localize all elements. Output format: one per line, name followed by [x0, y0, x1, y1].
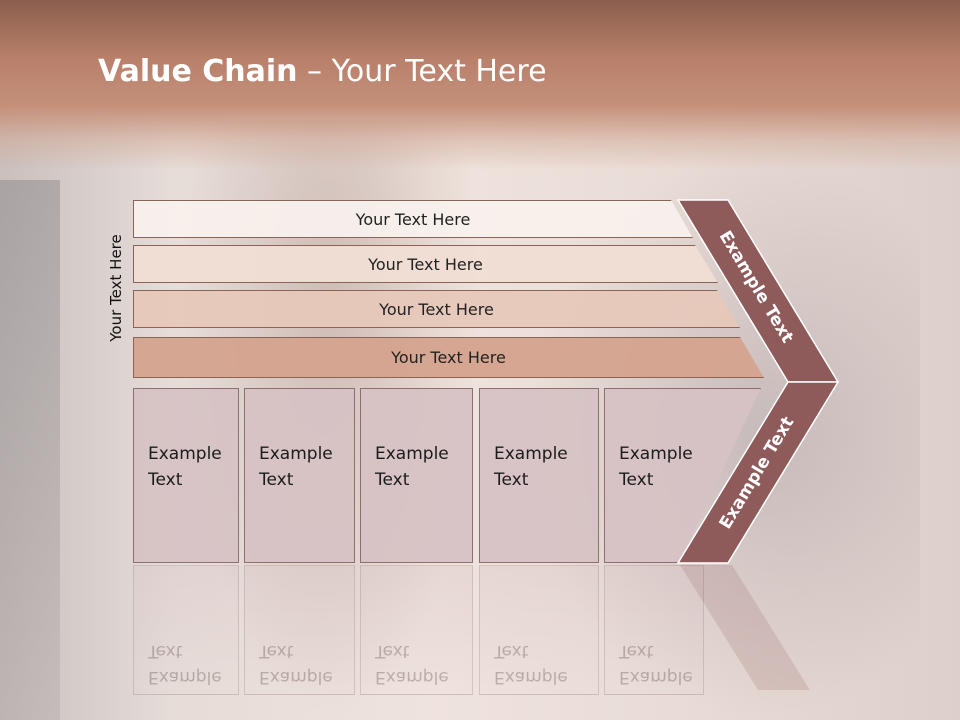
band-3-label: Your Text Here [379, 299, 494, 319]
band-1-label: Your Text Here [355, 209, 471, 229]
column-2-line2: Text [259, 470, 294, 490]
column-4-line2: Text [494, 470, 529, 490]
column-5-line2: Text [619, 470, 654, 490]
column-3-line1: Example [375, 444, 449, 464]
background-window [0, 180, 60, 720]
slide-title: Value Chain – Your Text Here [98, 54, 547, 89]
column-2-line1: Example [259, 444, 333, 464]
band-2-label: Your Text Here [368, 254, 483, 274]
column-1-line2: Text [148, 470, 183, 490]
chevron-lower-arm[interactable] [676, 381, 840, 564]
title-banner [0, 0, 960, 170]
band-4-label: Your Text Here [391, 348, 506, 367]
band-3[interactable]: Your Text Here [133, 290, 740, 328]
band-1[interactable]: Your Text Here [133, 200, 693, 238]
column-5-line1: Example [619, 444, 693, 464]
column-4-line1: Example [494, 444, 568, 464]
column-3-line2: Text [375, 470, 410, 490]
band-4[interactable]: Your Text Here [133, 337, 764, 378]
chevron-reflection [680, 565, 810, 690]
slide-title-bold: Value Chain [98, 54, 298, 89]
column-1-line1: Example [148, 444, 222, 464]
band-2[interactable]: Your Text Here [133, 245, 718, 283]
slide-title-rest: – Your Text Here [297, 54, 547, 89]
